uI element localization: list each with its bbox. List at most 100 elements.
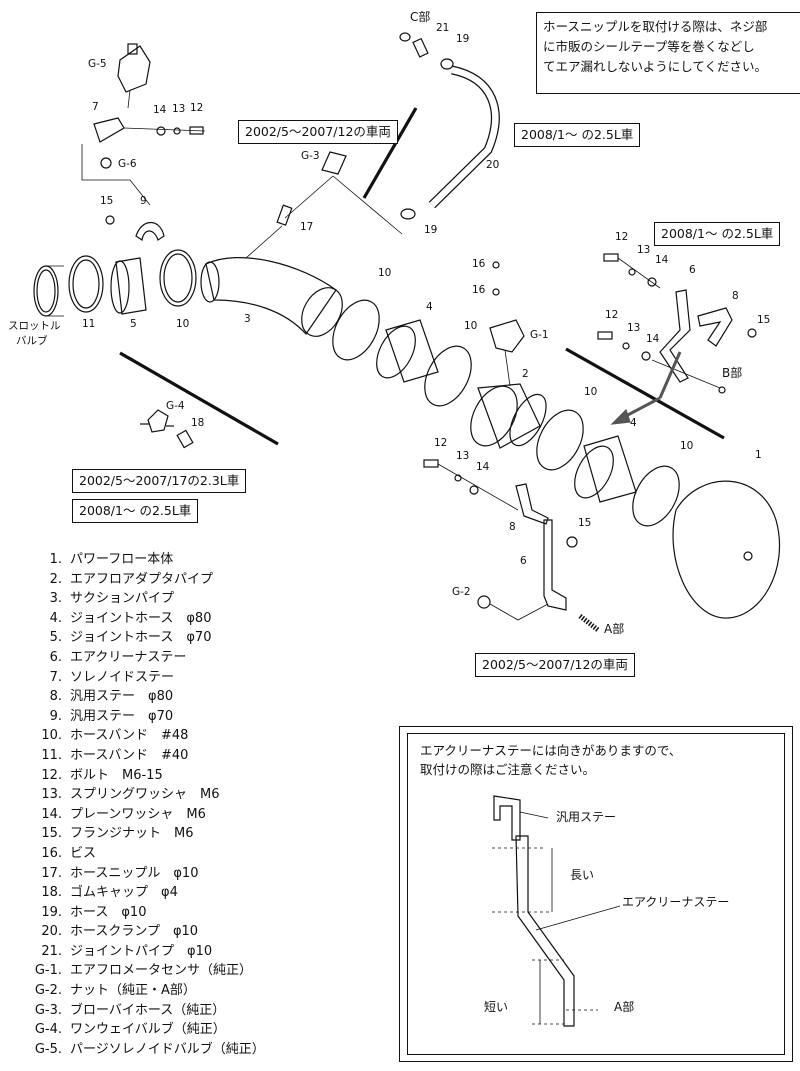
part-number: 9. [49,708,62,724]
hose-band-10-c [424,345,472,407]
part-number: 2. [49,571,62,587]
spring-washer-13-c [622,342,630,350]
label-13-b: 13 [637,244,651,256]
label-15-a: 15 [100,195,114,207]
label-14-a: 14 [153,104,167,116]
label-19-a: 19 [456,33,470,45]
parts-list-item: 19.ホース φ10 [14,903,265,923]
label-14-b: 14 [655,254,669,266]
suction-pipe-3 [205,257,337,335]
part-name: ジョイントパイプ φ10 [70,943,213,959]
parts-list-item: 16. ビス [14,844,265,864]
part-name: 汎用ステー φ70 [70,708,174,724]
label-g1: G-1 [530,329,549,341]
sealing-note-line-1: ホースニップルを取付ける際は、ネジ部 [543,19,768,34]
part-name: ブローバイホース（純正） [70,1002,226,1018]
parts-list-item: 21.ジョイントパイプ φ10 [14,942,265,962]
parts-list-item: 20.ホースクランプ φ10 [14,922,265,942]
bolt-12-d [423,459,439,468]
part-number: G-2. [34,983,62,999]
parts-list-item: 7.ソレノイドステー [14,668,265,688]
part-name: フランジナット M6 [70,826,194,842]
airflow-sensor-g1 [489,319,525,353]
parts-list-item: 17. ホースニップル φ10 [14,864,265,884]
solenoid-stay-7 [93,117,125,143]
hose-clamp-19-bottom [400,208,416,220]
part-name: ボルト M6-15 [70,767,163,783]
part-name: エアフロメータセンサ（純正） [70,963,253,979]
part-name: パージソレノイドバルブ（純正） [70,1041,265,1057]
parts-list-item: G-1.エアフロメータセンサ（純正） [14,961,265,981]
parts-list-item: G-4.ワンウェイバルブ（純正） [14,1020,265,1040]
nut-15-a [105,215,115,225]
label-a-bu: A部 [604,622,625,636]
label-10-a: 10 [176,318,190,330]
hose-band-10-e [632,465,680,527]
nut-g6 [100,157,112,169]
part-name: ホースニップル φ10 [70,865,199,881]
parts-list-item: 10.ホースバンド #48 [14,726,265,746]
part-name: ホースバンド #48 [70,728,189,744]
stay-direction-inner-frame [407,733,785,1055]
inset-cleaner-stay [515,835,575,1027]
parts-list-item: G-5.パージソレノイドバルブ（純正） [14,1040,265,1060]
label-16-a: 16 [472,258,486,270]
rubber-cap-18 [176,429,194,449]
parts-list-item: 3.サクションパイプ [14,589,265,609]
label-14-d: 14 [476,461,490,473]
label-20: 20 [486,159,500,171]
sealing-note-line-3: てエア漏れしないようにしてください。 [543,59,768,74]
airflow-adapter-pipe-2 [477,383,541,449]
washer-14-c [641,351,651,361]
sealing-note: ホースニップルを取付ける際は、ネジ部 に市販のシールテープ等を巻くなどし てエア… [536,12,800,94]
parts-list-item: G-2.ナット（純正・A部） [14,981,265,1001]
blowby-hose-g3 [321,151,347,175]
joint-hose-4-a [385,319,439,383]
label-12-c: 12 [605,309,619,321]
part-name: サクションパイプ [70,591,175,607]
cleaner-stay-6-upper [659,289,691,383]
label-11: 11 [82,318,96,330]
label-general-stay: 汎用ステー [556,810,617,824]
label-6-b: 6 [520,555,527,567]
part-name: スプリングワッシャ M6 [70,787,220,803]
label-10-b: 10 [378,267,392,279]
bolt-12-c [597,331,613,340]
one-way-valve-g4 [147,409,169,433]
screw-16-b [492,288,500,296]
part-number: 4. [49,610,62,626]
label-3: 3 [244,313,251,325]
label-throttle-2: バルブ [16,335,48,347]
part-number: 15. [41,826,62,842]
part-number: 14. [41,806,62,822]
part-name: ビス [70,845,97,861]
label-7: 7 [92,101,99,113]
tag-2008-top: 2008/1～ の2.5L車 [514,123,641,147]
label-10-d: 10 [584,386,598,398]
part-name: エアフロアダプタパイプ [70,571,214,587]
spring-washer-13-b [628,268,636,276]
label-14-c: 14 [646,333,660,345]
label-19-b: 19 [424,224,438,236]
powerflow-body-1 [672,480,781,619]
arrow-head [610,408,631,425]
tag-2002-2007-top: 2002/5～2007/12の車両 [238,120,398,144]
part-number: 17. [41,865,62,881]
arrow-shaft [658,351,682,399]
screw-16-a [492,261,500,269]
label-13-c: 13 [627,322,641,334]
part-number: 19. [41,904,62,920]
label-12-b: 12 [615,231,629,243]
part-number: 16. [41,845,62,861]
part-name: ゴムキャップ φ4 [70,885,178,901]
parts-list-item: G-3.ブローバイホース（純正） [14,1001,265,1021]
parts-list-item: 14.プレーンワッシャ M6 [14,805,265,825]
part-name: パワーフロー本体 [70,552,174,567]
divider-line-right [565,347,725,440]
label-15-b: 15 [757,314,771,326]
spring-washer-13-d [454,474,462,482]
label-10-e: 10 [680,440,694,452]
hose-clamp-19-top [440,58,454,70]
nut-15-c [566,536,578,548]
